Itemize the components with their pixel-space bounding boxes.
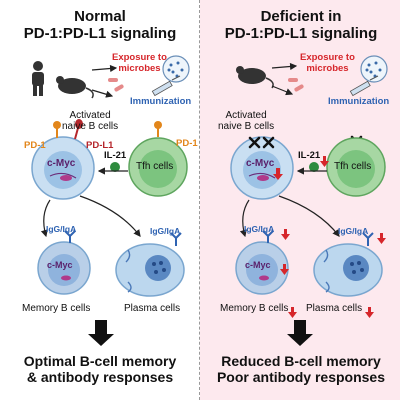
left-exposure-line2: microbes: [118, 63, 161, 74]
left-memory-label: Memory B cells: [22, 303, 91, 314]
x-mark-icon: [262, 136, 275, 149]
tfh-cell: [326, 137, 386, 197]
left-pdl1-label: PD-L1: [86, 140, 114, 151]
down-arrow-icon: [365, 307, 374, 318]
left-activated-line1: Activated: [69, 110, 111, 121]
left-activated-line2: naive B cells: [62, 121, 119, 132]
right-immunization-label: Immunization: [328, 96, 390, 107]
left-result: Optimal B-cell memory & antibody respons…: [10, 353, 190, 385]
left-tfh-pd1-label: PD-1: [176, 138, 198, 149]
right-activated-line2: naive B cells: [218, 121, 275, 132]
right-title-line2: PD-1:PD-L1 signaling: [224, 25, 378, 42]
antibody-icon: [64, 230, 76, 243]
down-arrow-icon: [320, 156, 329, 167]
pill-icon: [288, 78, 304, 92]
plasma-cell: [313, 232, 383, 297]
left-cmyc-label: c-Myc: [47, 158, 76, 169]
left-result-line1: Optimal B-cell memory: [23, 353, 177, 369]
x-mark-icon: [248, 136, 261, 149]
left-plasma-igg-label: IgG/IgA: [150, 226, 181, 236]
pdl1-ligand: [74, 119, 83, 140]
il21-molecule: [110, 162, 120, 172]
right-exposure-line2: microbes: [306, 63, 349, 74]
left-immunization-label: Immunization: [130, 96, 192, 107]
right-exposure-label: Exposure to microbes: [300, 52, 355, 74]
right-activated-line1: Activated: [225, 110, 267, 121]
down-arrow-icon: [280, 264, 289, 275]
syringe-icon: [349, 75, 379, 97]
down-arrow-icon: [288, 307, 297, 318]
left-title: Normal PD-1:PD-L1 signaling: [10, 8, 190, 42]
right-tfh-label: Tfh cells: [334, 161, 372, 172]
down-arrow-icon: [273, 168, 283, 180]
block-arrow-icon: [88, 320, 114, 346]
antibody-icon: [262, 230, 274, 243]
right-result: Reduced B-cell memory Poor antibody resp…: [206, 353, 396, 385]
right-memory-cmyc-label: c-Myc: [245, 260, 271, 270]
left-title-line2: PD-1:PD-L1 signaling: [23, 25, 177, 42]
petri-dish-icon: [360, 55, 388, 83]
right-activated-label: Activated naive B cells: [218, 110, 274, 132]
left-il21-label: IL-21: [104, 150, 127, 161]
memory-b-cell: [37, 230, 91, 295]
left-activated-label: Activated naive B cells: [62, 110, 118, 132]
human-icon: [32, 61, 44, 96]
left-title-line1: Normal: [74, 8, 126, 25]
right-title: Deficient in PD-1:PD-L1 signaling: [208, 8, 394, 42]
right-memory-label: Memory B cells: [220, 303, 289, 314]
pd1-receptor: [53, 121, 61, 138]
left-exposure-line1: Exposure to: [112, 52, 167, 63]
tfh-pd1-receptor: [154, 121, 162, 137]
plasma-cell: [115, 232, 185, 297]
pill-icon: [108, 78, 124, 92]
right-result-line2: Poor antibody responses: [216, 369, 386, 385]
syringe-icon: [151, 75, 181, 97]
antibody-icon: [170, 232, 182, 246]
block-arrow-icon: [287, 320, 313, 346]
down-arrow-icon: [281, 229, 290, 240]
left-pd1-label: PD-1: [24, 140, 46, 151]
tfh-cell: [128, 137, 188, 197]
right-plasma-label: Plasma cells: [306, 303, 363, 314]
down-arrow-icon: [377, 233, 386, 244]
antibody-icon: [362, 232, 374, 246]
panel-divider: [199, 0, 200, 400]
activated-b-cell: [31, 136, 95, 200]
left-exposure-label: Exposure to microbes: [112, 52, 167, 74]
right-result-line1: Reduced B-cell memory: [221, 353, 381, 369]
right-exposure-line1: Exposure to: [300, 52, 355, 63]
right-il21-label: IL-21: [298, 150, 321, 161]
left-tfh-label: Tfh cells: [136, 161, 174, 172]
right-panel-graphics: [230, 55, 388, 346]
left-plasma-label: Plasma cells: [124, 303, 181, 314]
petri-dish-icon: [162, 55, 190, 83]
left-memory-igg-label: IgG/IgA: [46, 224, 77, 234]
mouse-icon: [236, 66, 274, 89]
activated-b-cell: [230, 136, 294, 200]
il21-molecule: [309, 162, 319, 172]
right-cmyc-label: c-Myc: [246, 158, 275, 169]
left-memory-cmyc-label: c-Myc: [47, 260, 73, 270]
left-panel-graphics: [31, 55, 190, 346]
right-title-line1: Deficient in: [260, 8, 342, 25]
right-plasma-igg-label: IgG/IgA: [338, 226, 369, 236]
mouse-icon: [56, 76, 94, 99]
left-result-line2: & antibody responses: [26, 369, 174, 385]
memory-b-cell: [235, 230, 289, 295]
right-memory-igg-label: IgG/IgA: [244, 224, 275, 234]
